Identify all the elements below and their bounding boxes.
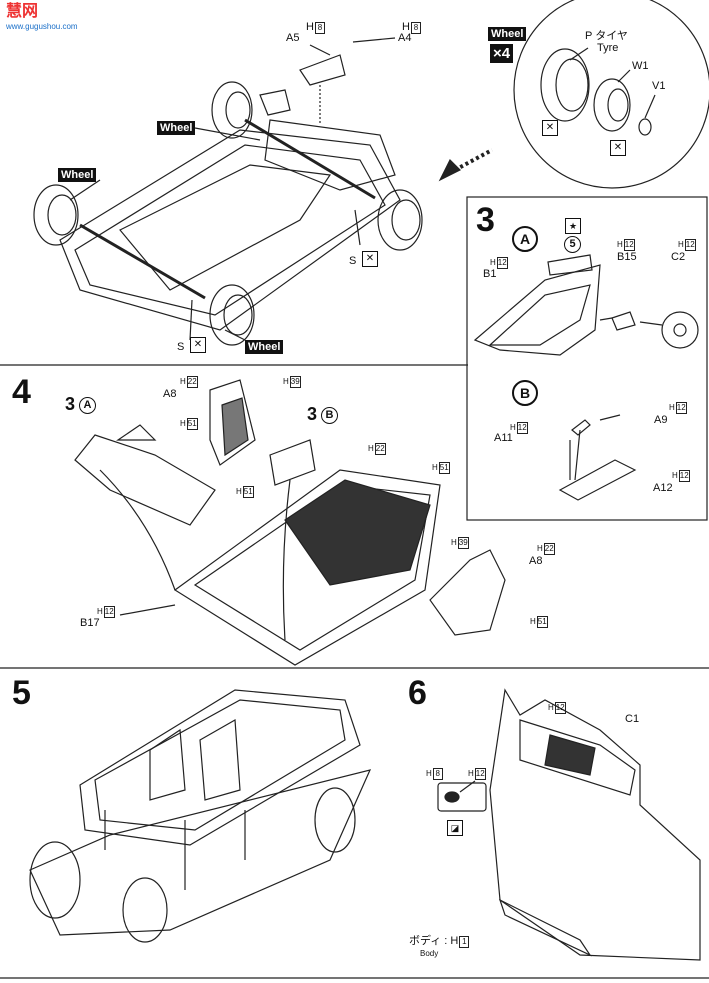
label-c2: C2 <box>671 251 686 263</box>
decal-icon: ◪ <box>447 820 463 836</box>
step-number-6: 6 <box>408 674 427 712</box>
label-body-en: Body <box>420 949 439 958</box>
label-b1: B1 <box>483 268 497 280</box>
label-b17: B17 <box>80 617 100 629</box>
watermark-logo: 慧网 <box>6 3 39 20</box>
glue-icon: ✕ <box>542 120 558 136</box>
wheel-callout-tag: Wheel <box>488 27 527 41</box>
wheel-tag: Wheel <box>157 121 196 135</box>
wheel-tag: Wheel <box>58 168 97 182</box>
substep-a: A <box>512 226 538 252</box>
ref-substep-a: A <box>79 397 96 414</box>
step-number-3: 3 <box>476 201 495 239</box>
substep-b: B <box>512 380 538 406</box>
label-w1: W1 <box>632 60 649 72</box>
circled-number-5: 5 <box>564 236 581 253</box>
glue-icon: ✕ <box>362 251 378 267</box>
label-a5: A5 <box>286 32 300 44</box>
ref-step-3: 3 <box>65 394 76 414</box>
wheel-tag: Wheel <box>245 340 284 354</box>
label-c1: C1 <box>625 713 640 725</box>
label-b15: B15 <box>617 251 637 263</box>
label-tyre-en: Tyre <box>597 42 619 54</box>
glue-icon: ✕ <box>610 140 626 156</box>
step-number-4: 4 <box>12 373 31 411</box>
label-p-tyre-jp: P タイヤ <box>585 30 628 42</box>
ref-substep-b: B <box>321 407 338 424</box>
label-v1: V1 <box>652 80 666 92</box>
label-a8: A8 <box>529 555 543 567</box>
label-a4: A4 <box>398 32 412 44</box>
label-s-left: S <box>177 341 185 353</box>
quantity-badge: ×4 <box>490 44 514 63</box>
star-icon: ★ <box>565 218 581 234</box>
glue-icon: ✕ <box>190 337 206 353</box>
label-a11: A11 <box>494 432 513 444</box>
label-a9: A9 <box>654 414 668 426</box>
step-number-5: 5 <box>12 674 31 712</box>
label-a8: A8 <box>163 388 177 400</box>
watermark-url: www.gugushou.com <box>6 22 78 31</box>
label-a12: A12 <box>653 482 673 494</box>
label-s-right: S <box>349 255 357 267</box>
ref-step-3: 3 <box>307 404 318 424</box>
